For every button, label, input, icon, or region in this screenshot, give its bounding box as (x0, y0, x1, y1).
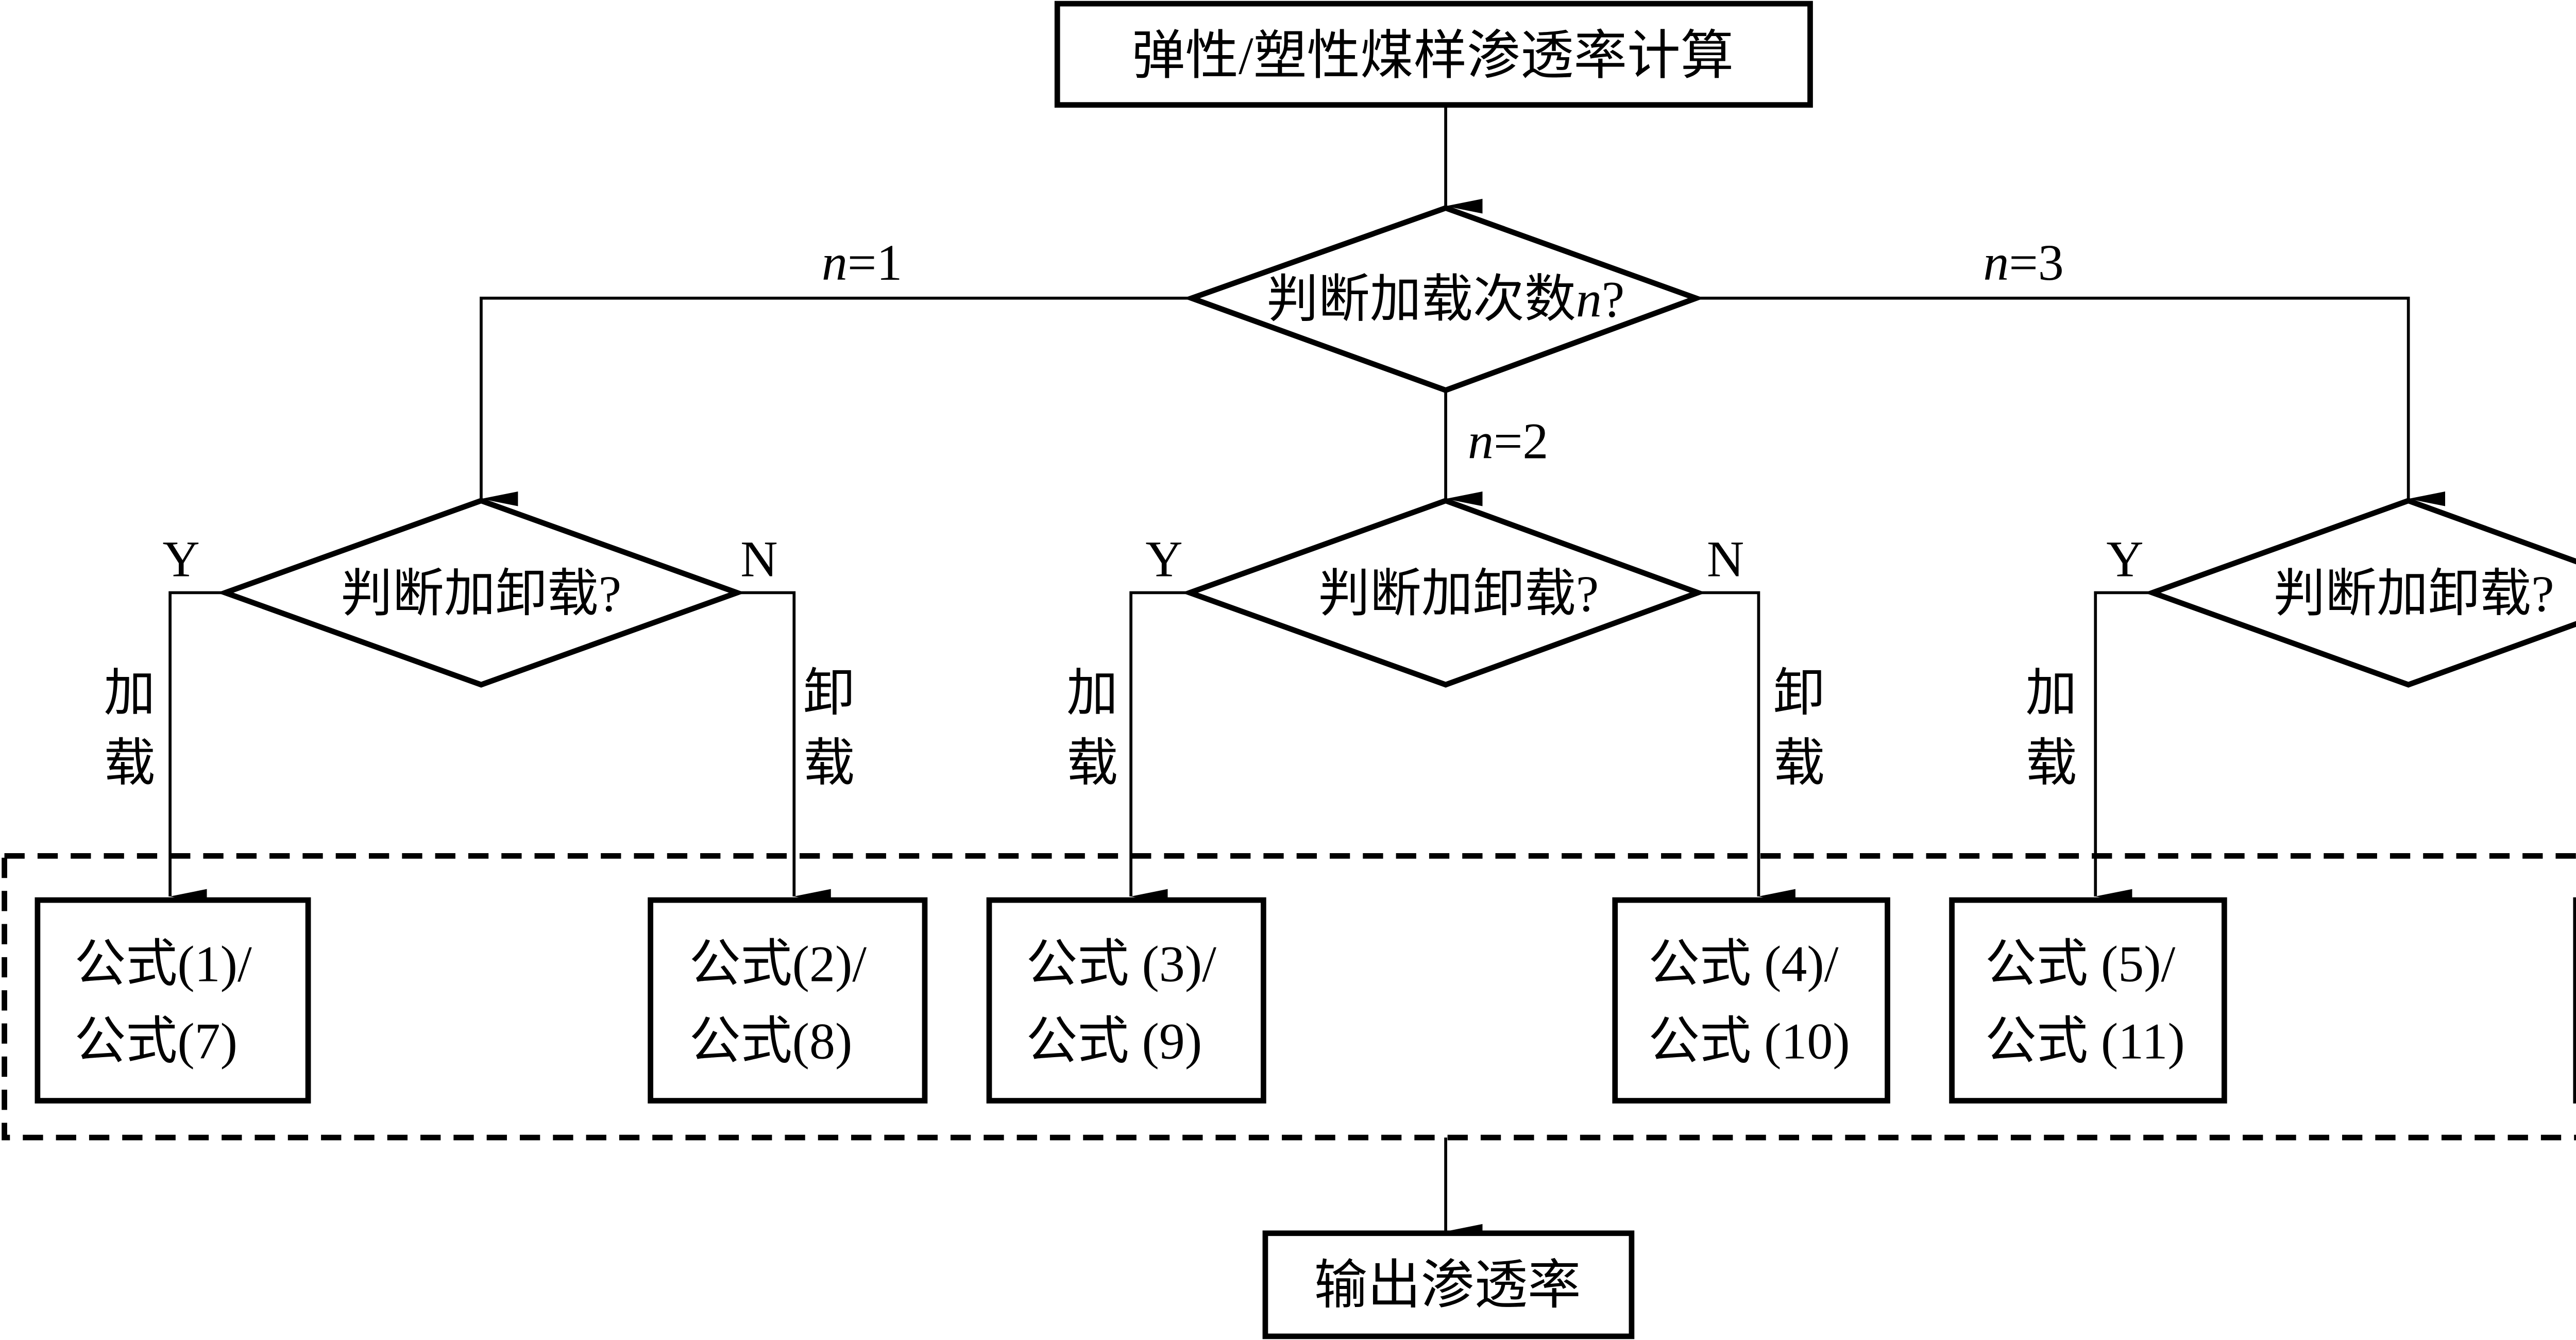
end-box (1262, 1230, 1635, 1339)
decision-load-unload-label: 判断加卸载? (2274, 565, 2554, 622)
no-label: N (740, 530, 777, 587)
edge-n3 (1696, 296, 2446, 506)
edge-unload-label-2: 载 (803, 735, 855, 792)
edge-load-label-2: 载 (1066, 735, 1118, 792)
edge-label-n1: n=1 (822, 234, 902, 291)
start-label: 弹性/塑性煤样渗透率计算 (1132, 27, 1734, 86)
edge-label-n3-value: =3 (2009, 234, 2063, 291)
start-node: 弹性/塑性煤样渗透率计算 (1054, 1, 1813, 108)
edge-unload-label-1: 卸 (1773, 665, 1825, 722)
branch-n3: 判断加卸载? Y N 加 载 卸 载 公式 (5)/ 公式 (11) 公式 (6… (1949, 498, 2576, 1104)
formula-box-1-7-line2: 公式(7) (74, 1012, 238, 1070)
decision-load-count-label: 判断加载次数n? (1267, 271, 1625, 328)
branch-n2: 判断加卸载? Y N 加 载 卸 载 公式 (3)/ 公式 (9) 公式 (4)… (986, 498, 1890, 1104)
decision-load-unload-diamond (217, 498, 745, 688)
edge-label-n3-var: n (1983, 234, 2009, 291)
formula-box-1-7-line1: 公式(1)/ (74, 935, 252, 992)
edge-load (1129, 591, 1190, 904)
start-box (1054, 1, 1813, 108)
edge-unload (737, 591, 831, 904)
edge-unload-label-1: 卸 (803, 665, 855, 722)
formula-box-2-8-line2: 公式(8) (689, 1012, 853, 1070)
formula-box-5-11-line1: 公式 (5)/ (1985, 935, 2176, 992)
edge-load (168, 591, 226, 904)
formula-box-3-9-line1: 公式 (3)/ (1026, 935, 1216, 992)
formula-box-3-9-line2: 公式 (9) (1026, 1012, 1202, 1070)
formula-group-container (2, 853, 2576, 1141)
edge-load-label-1: 加 (2026, 665, 2077, 722)
formula-box-2-8 (648, 897, 928, 1104)
edge-load-label-1: 加 (1066, 665, 1118, 722)
formula-box-3-9 (986, 897, 1266, 1104)
end-label: 输出渗透率 (1314, 1257, 1581, 1315)
decision-label-var: n (1576, 271, 1602, 328)
edge-n1 (480, 296, 1192, 506)
decision-load-unload-label: 判断加卸载? (341, 565, 621, 622)
yes-label: Y (162, 530, 199, 587)
formula-box-4-10-line2: 公式 (10) (1648, 1012, 1850, 1070)
edge-unload-label-2: 载 (1773, 735, 1825, 792)
edge-load-label-2: 载 (2026, 735, 2077, 792)
decision-load-unload-label: 判断加卸载? (1318, 565, 1599, 622)
yes-label: Y (1145, 530, 1182, 587)
edge-label-n2: n=2 (1468, 413, 1548, 470)
edge-label-n1-var: n (822, 234, 848, 291)
formula-box-5-11 (1949, 897, 2227, 1104)
decision-load-count: 判断加载次数n? (1183, 205, 1704, 394)
edge-load (2094, 591, 2153, 904)
decision-load-unload-diamond (2144, 498, 2576, 688)
formula-box-4-10-line1: 公式 (4)/ (1648, 935, 1839, 992)
edge-load-label-1: 加 (104, 665, 156, 722)
edge-label-n2-var: n (1468, 413, 1494, 470)
edge-load-label-2: 载 (104, 735, 156, 792)
edge-label-n2-value: =2 (1494, 413, 1548, 470)
branch-n1: 判断加卸载? Y N 加 载 卸 载 公式(1)/ 公式(7) 公式(2)/ 公… (35, 498, 928, 1104)
end-node: 输出渗透率 (1262, 1230, 1635, 1339)
edge-label-n3: n=3 (1983, 234, 2063, 291)
decision-load-unload-diamond (1181, 498, 1706, 688)
formula-box-5-11-line2: 公式 (11) (1985, 1012, 2185, 1070)
yes-label: Y (2106, 530, 2143, 587)
decision-label-prefix: 判断加载次数 (1267, 271, 1576, 328)
edge-unload (1698, 591, 1795, 904)
edge-label-n1-value: =1 (848, 234, 902, 291)
decision-label-suffix: ? (1602, 271, 1624, 328)
formula-box-2-8-line1: 公式(2)/ (689, 935, 867, 992)
no-label: N (1707, 530, 1744, 587)
formula-box-4-10 (1612, 897, 1890, 1104)
formula-box-1-7 (35, 897, 311, 1104)
